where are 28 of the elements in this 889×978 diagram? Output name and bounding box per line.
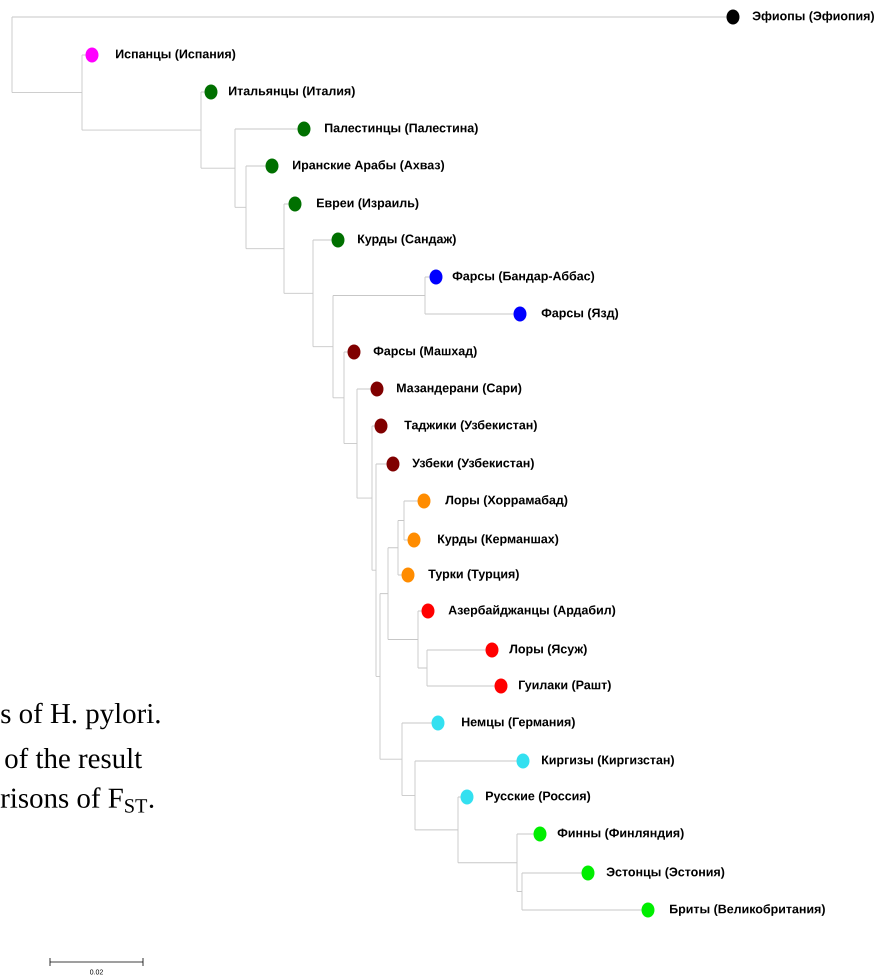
leaf-label: Азербайджанцы (Ардабил) xyxy=(448,605,616,617)
leaf-label: Палестинцы (Палестина) xyxy=(325,123,478,135)
caption-text: s of H. pylori. xyxy=(1,702,160,730)
leaf-label: Курды (Сандаж) xyxy=(358,234,456,246)
leaf-label: Финны (Финляндия) xyxy=(558,828,684,840)
leaf-label: Мазандерани (Сари) xyxy=(397,383,522,395)
caption-text: of the result xyxy=(5,748,142,768)
leaf-label: Эфиопы (Эфиопия) xyxy=(752,11,874,23)
leaf-label: Евреи (Израиль) xyxy=(317,198,418,210)
leaf-label: Русские (Россия) xyxy=(486,791,590,803)
leaf-label: Итальянцы (Италия) xyxy=(229,86,355,98)
leaf-label: Фарсы (Язд) xyxy=(542,308,618,320)
leaf-label: Курды (Керманшах) xyxy=(438,534,558,546)
caption-text: risons of F$_{ST}$. xyxy=(0,787,154,813)
leaf-label: Лоры (Ясуж) xyxy=(509,644,587,656)
leaf-label: Узбеки (Узбекистан) xyxy=(412,458,534,470)
leaf-label: Фарсы (Бандар-Аббас) xyxy=(452,271,594,283)
leaf-label: Турки (Турция) xyxy=(428,569,519,581)
leaf-label: Иранские Арабы (Ахваз) xyxy=(293,160,444,172)
leaf-label: Таджики (Узбекистан) xyxy=(404,420,537,432)
leaf-label: Лоры (Хоррамабад) xyxy=(445,495,568,507)
leaf-label: Немцы (Германия) xyxy=(462,717,575,729)
leaf-label: Фарсы (Машхад) xyxy=(374,346,477,358)
leaf-label: Эстонцы (Эстония) xyxy=(606,867,724,879)
leaf-label: Гуилаки (Рашт) xyxy=(519,680,611,692)
leaf-label: Испанцы (Испания) xyxy=(116,49,236,61)
leaf-label: Киргизы (Киргизстан) xyxy=(542,755,674,767)
leaf-label: Бриты (Великобритания) xyxy=(670,904,825,916)
